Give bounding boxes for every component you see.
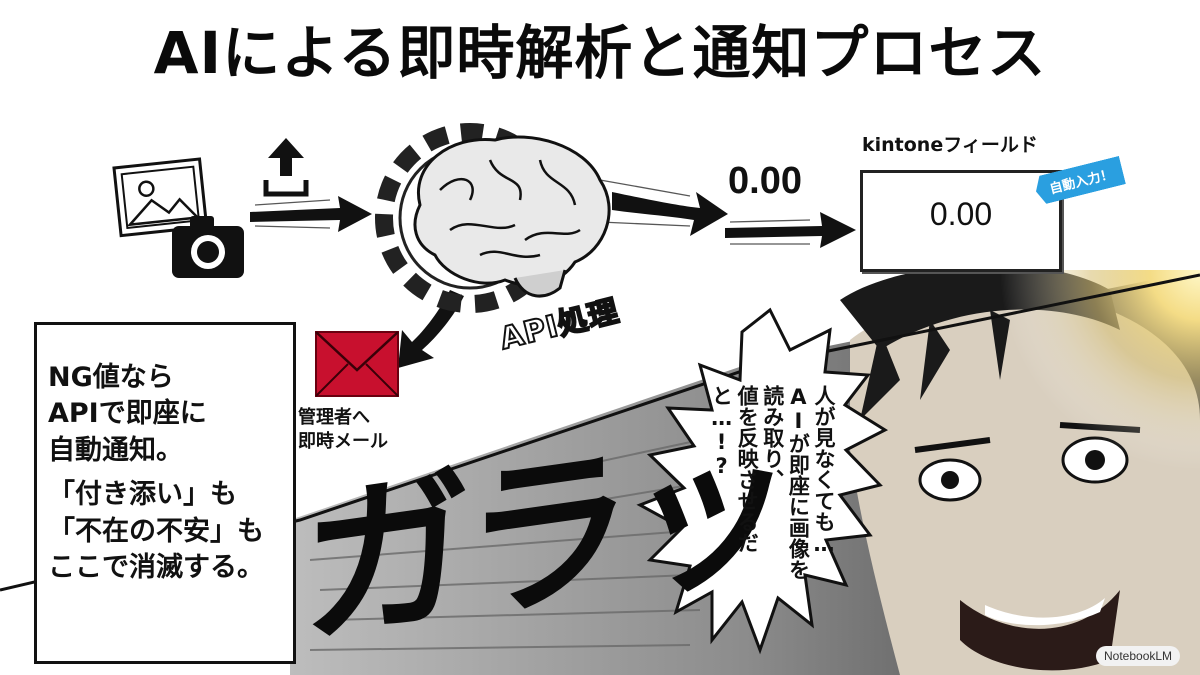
envelope-icon [315,331,399,397]
note-line: 「付き添い」も [48,479,237,511]
brain-icon [413,135,611,298]
speech-bubble [636,307,889,655]
page-title: AIによる即時解析と通知プロセス [153,19,1047,87]
speed-lines [309,439,721,651]
output-value-label: 0.00 [728,160,802,202]
mail-label: 管理者へ 即時メール [298,406,388,455]
note-line: APIで即座に [48,398,207,430]
note-line: ここで消滅する。 [48,552,264,584]
speech-bubble-text: 人が見なくても… AIが即座に画像を 読み取り、 値を反映させるだと…!? [709,385,836,580]
note-line: NG値なら [48,362,174,393]
mail-label-line: 管理者へ [298,407,370,428]
photo-icon [112,157,209,238]
note-line: 自動通知。 [48,434,183,466]
notebooklm-watermark: NotebookLM [1096,646,1181,666]
mail-label-line: 即時メール [298,431,388,453]
note-line: 「不在の不安」も [48,515,264,547]
note-box [34,322,296,664]
kintone-field-box [860,170,1062,272]
kintone-field-label: kintoneフィールド [862,134,1038,156]
light-burst [1000,270,1200,470]
upload-icon [263,138,309,197]
sketch-strokes [254,179,811,245]
kintone-field-value: 0.00 [929,196,993,232]
note-text: NG値なら APIで即座に 自動通知。 「付き添い」も 「不在の不安」も ここで… [48,360,264,587]
camera-icon [172,216,244,278]
